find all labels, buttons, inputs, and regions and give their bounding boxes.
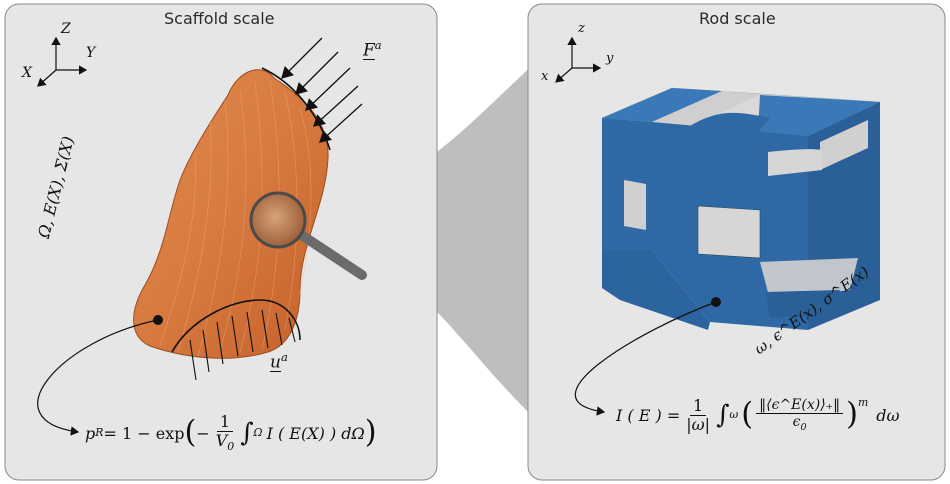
strain-ref-sub: 0: [800, 422, 807, 434]
volume-sub: 0: [227, 440, 235, 454]
weibull-exponent: m: [857, 396, 869, 409]
strain-ratio-num: ‖⟨ϵ^E(x)⟩₊‖: [756, 398, 844, 415]
displacement-sup: a: [280, 350, 288, 364]
integrand: I ( E(X) ) dΩ: [266, 423, 365, 443]
pr-symbol: p: [85, 423, 96, 443]
rod-axes: [555, 36, 602, 83]
integral-sign: ∫: [240, 417, 254, 448]
axis-label-X: X: [22, 65, 32, 81]
displacement-hatch: [189, 309, 296, 381]
axis-label-z: z: [578, 21, 585, 36]
rod-unit-cell: [601, 87, 881, 330]
rod-volume-den: |ω|: [686, 415, 711, 434]
displacement-symbol: u: [270, 352, 281, 373]
displacement-boundary: [171, 299, 301, 353]
scaffold-axes: [37, 36, 88, 87]
rod-leader-curve: [574, 301, 717, 416]
rod-integral-domain: ω: [729, 408, 739, 422]
open-paren: (: [184, 415, 197, 451]
displacement-label: ua: [270, 350, 288, 373]
strain-ref-symbol: ϵ: [792, 414, 801, 431]
close-paren: ): [364, 415, 377, 451]
integral-domain: Ω: [253, 426, 263, 440]
axis-label-y: y: [606, 51, 614, 66]
rod-integral-sign: ∫: [716, 399, 730, 430]
rod-open-paren: (: [741, 397, 754, 433]
rod-volume-num: 1: [690, 398, 707, 416]
axis-label-Z: Z: [61, 21, 71, 37]
volume-symbol: V: [215, 431, 228, 450]
rod-panel-title: Rod scale: [699, 9, 776, 28]
rod-close-paren: ): [846, 397, 858, 433]
force-arrows: [281, 37, 363, 143]
strain-ratio: ‖⟨ϵ^E(x)⟩₊‖ ϵ0: [756, 398, 844, 432]
force-symbol: F: [363, 40, 375, 61]
scaffold-leader-curve: [37, 319, 159, 436]
minus-sign: −: [196, 423, 210, 443]
rod-index-formula: I ( E ) = 1 |ω| ∫ω ( ‖⟨ϵ^E(x)⟩₊‖ ϵ0 )m d…: [616, 396, 900, 433]
axis-label-x: x: [541, 69, 549, 84]
volume-fraction: 1 V0: [213, 414, 237, 453]
magnifier-icon: [249, 191, 367, 280]
axis-label-Y: Y: [86, 45, 96, 61]
strain-ratio-den: ϵ0: [790, 414, 810, 432]
force-sup: a: [374, 38, 382, 52]
scaffold-panel-title: Scaffold scale: [164, 9, 275, 28]
rod-volume-fraction: 1 |ω|: [683, 398, 713, 433]
pr-equals-exp: = 1 − exp: [103, 423, 185, 443]
rod-dvar: dω: [876, 405, 900, 425]
rod-index-lhs: I ( E ) =: [616, 405, 681, 425]
volume-fraction-num: 1: [216, 414, 234, 432]
pr-sub: R: [95, 426, 104, 440]
volume-fraction-den: V0: [213, 432, 237, 453]
force-label: Fa: [363, 38, 382, 61]
